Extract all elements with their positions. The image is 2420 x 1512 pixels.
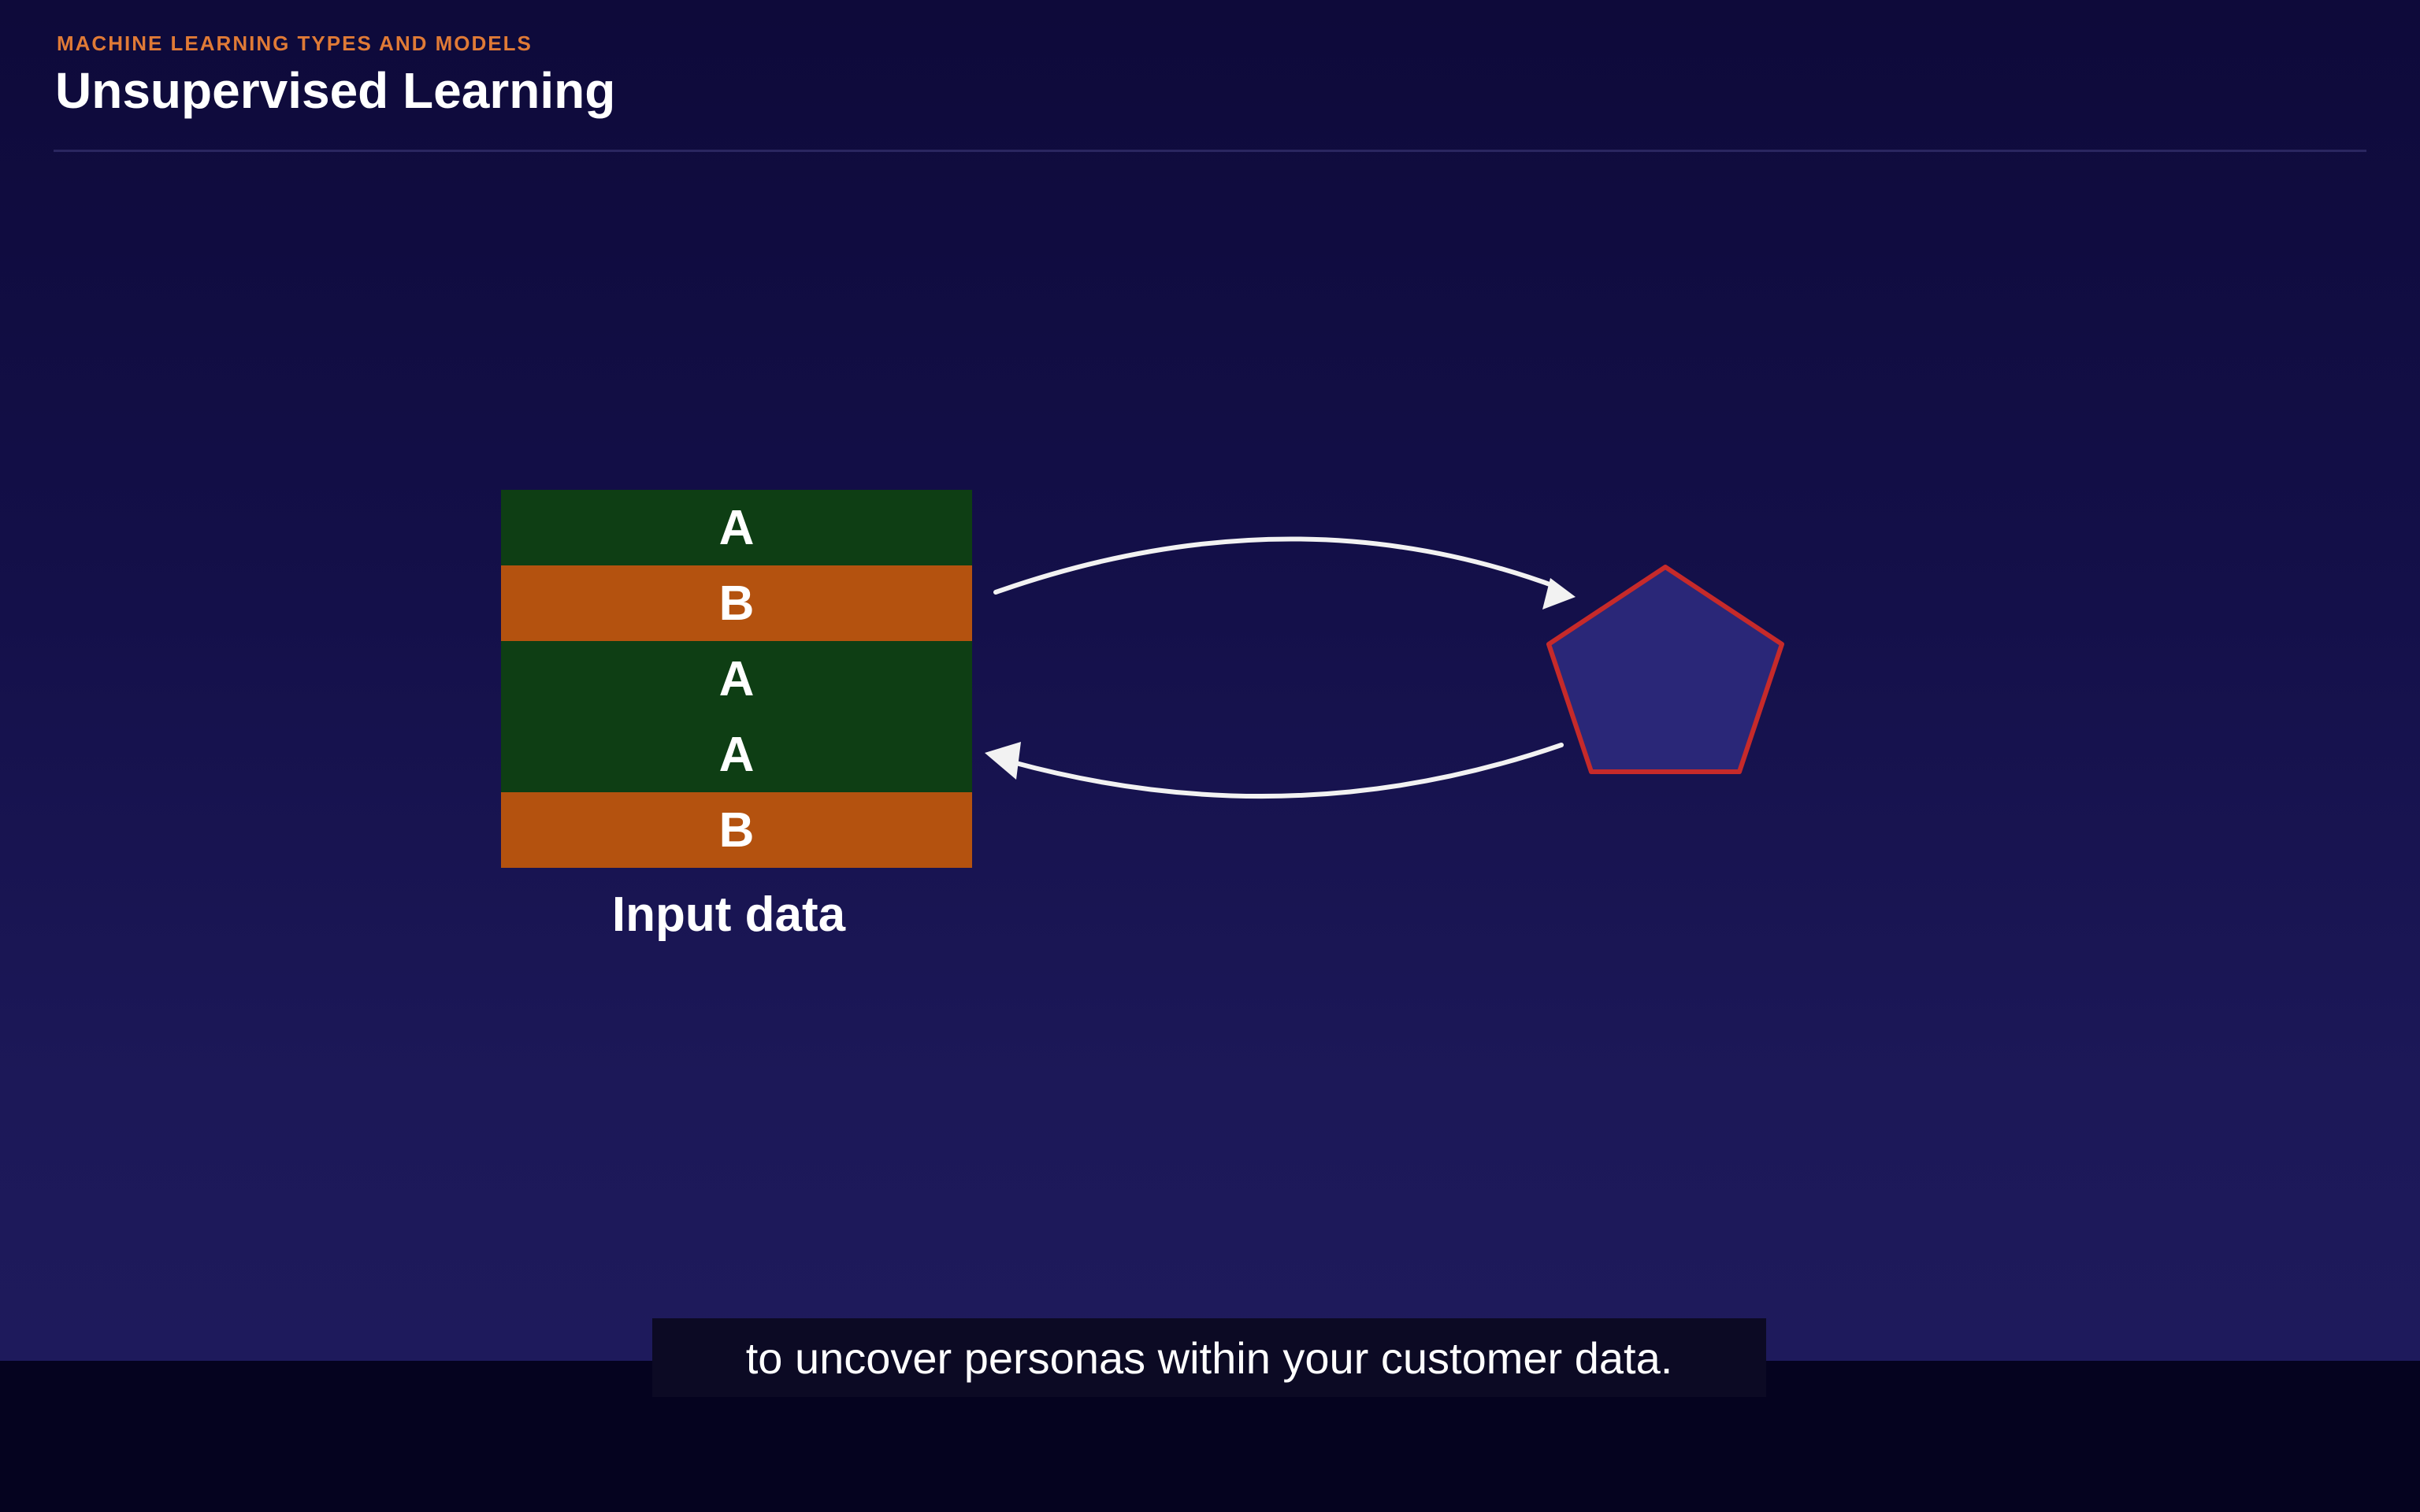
header-divider xyxy=(54,150,2366,152)
diagram-canvas xyxy=(985,536,1784,799)
input-data-table: A B A A B xyxy=(501,490,972,868)
forward-arrowhead xyxy=(1542,578,1576,610)
input-data-label: Input data xyxy=(611,888,846,942)
data-row: A xyxy=(501,490,972,565)
slide: MACHINE LEARNING TYPES AND MODELS Unsupe… xyxy=(0,0,2420,1361)
data-row: B xyxy=(501,565,972,641)
slide-eyebrow: MACHINE LEARNING TYPES AND MODELS xyxy=(57,32,533,55)
return-arrowhead xyxy=(985,742,1021,780)
forward-arrow xyxy=(993,536,1561,595)
data-row: B xyxy=(501,792,972,868)
data-row: A xyxy=(501,641,972,717)
return-arrow xyxy=(1011,743,1564,799)
model-pentagon-icon xyxy=(1546,565,1784,774)
data-row: A xyxy=(501,717,972,792)
subtitle-caption: to uncover personas within your customer… xyxy=(652,1318,1766,1397)
slide-title: Unsupervised Learning xyxy=(55,62,616,119)
